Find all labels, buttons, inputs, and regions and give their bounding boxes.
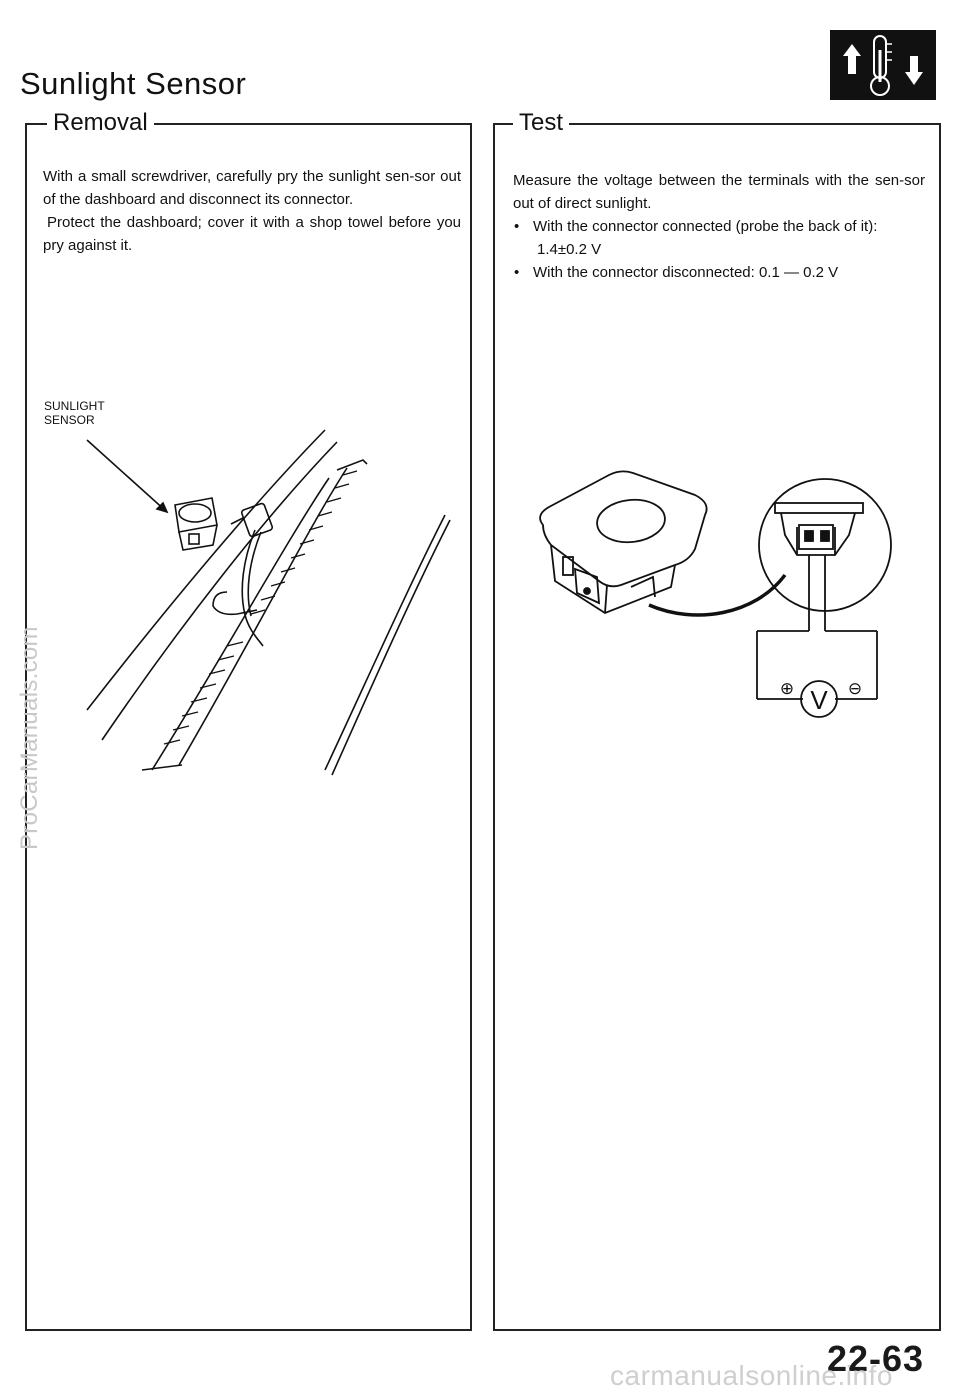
bottom-watermark: carmanualsonline.info: [610, 1360, 893, 1391]
test-instruction: Measure the voltage between the terminal…: [513, 172, 925, 212]
removal-panel: Removal With a small screwdriver, carefu…: [25, 108, 472, 1331]
side-watermark: ProCarManuals.com: [16, 626, 43, 850]
page-title: Sunlight Sensor: [20, 66, 247, 101]
test-panel: Test Measure the voltage between the ter…: [493, 108, 941, 1331]
test-condition-connected: With the connector connected (probe the …: [509, 215, 929, 261]
test-heading: Test: [513, 108, 570, 138]
dashboard-sensor-illustration: [86, 429, 451, 776]
temperature-arrows-icon: [830, 30, 936, 100]
condition-text: With the connector disconnected: 0.1 — 0…: [533, 264, 839, 281]
voltmeter-symbol: V: [810, 685, 828, 715]
callout-line-1: SUNLIGHT: [44, 399, 105, 413]
condition-value: 1.4±0.2 V: [537, 241, 602, 258]
removal-heading: Removal: [47, 108, 154, 138]
condition-text: With the connector connected (probe the …: [533, 218, 878, 235]
minus-terminal-symbol: ⊖: [848, 679, 862, 699]
page-number: 22-63: [827, 1338, 925, 1379]
sunlight-sensor-callout: SUNLIGHT SENSOR: [44, 399, 134, 427]
test-conditions-list: With the connector connected (probe the …: [509, 215, 929, 284]
voltage-test-illustration: V ⊕ ⊖: [539, 470, 892, 718]
plus-terminal-symbol: ⊕: [780, 679, 794, 699]
removal-caution: Protect the dashboard; cover it with a s…: [43, 214, 461, 254]
test-condition-disconnected: With the connector disconnected: 0.1 — 0…: [509, 261, 929, 284]
removal-instruction: With a small screwdriver, carefully pry …: [43, 168, 461, 208]
callout-line-2: SENSOR: [44, 413, 95, 427]
